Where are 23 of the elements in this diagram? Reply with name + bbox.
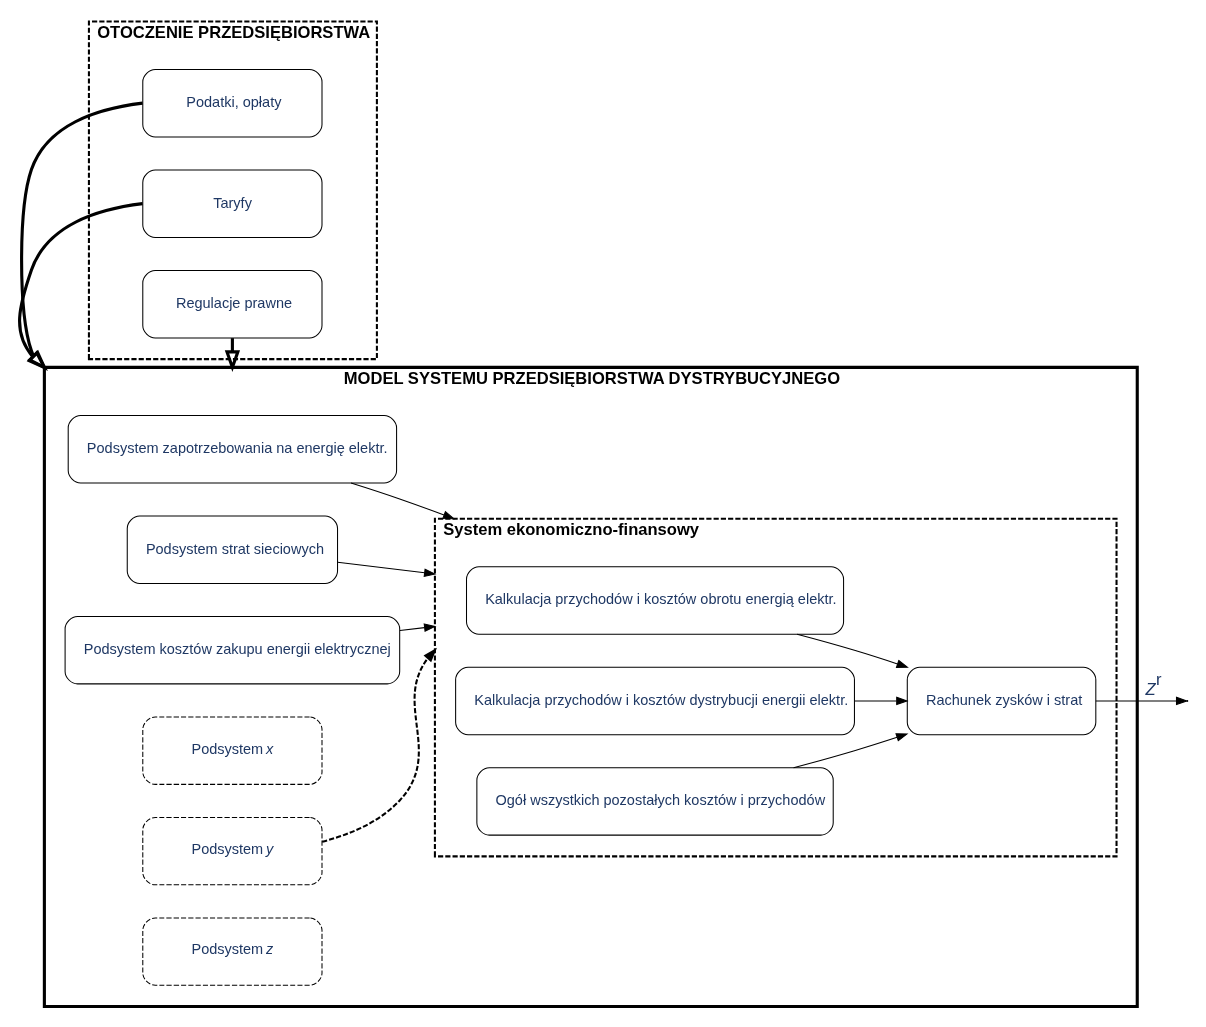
node-box: Podsystem zapotrzebowania na energię elektr. [67, 414, 397, 483]
node-box: Regulacje prawne [141, 269, 322, 338]
node-box: Kalkulacja przychodów i kosztów obrotu energią elektr. [465, 565, 844, 635]
node-box: Podsystem kosztów zakupu energii elektrycznej [64, 615, 400, 684]
arrow [1094, 696, 1188, 705]
arrow [853, 696, 909, 705]
node-box: Rachunek zysków i strat [906, 666, 1096, 735]
arrow [17, 201, 143, 371]
node-box: Podsystem strat sieciowych [126, 515, 338, 584]
node-box: Podatki, opłaty [141, 68, 322, 137]
node-box: Podsystem y [141, 816, 322, 885]
arrow [336, 561, 436, 577]
node-box: Taryfy [141, 169, 322, 238]
arrow [19, 101, 143, 371]
arrow [321, 647, 437, 843]
arrow [796, 633, 909, 668]
node-box: Kalkulacja przychodów i kosztów dystrybucji energii elektr. [454, 666, 855, 735]
arrow [792, 732, 908, 768]
arrow [398, 622, 436, 632]
arrow [350, 482, 455, 519]
node-box: Podsystem x [141, 716, 322, 785]
node-box: Ogół wszystkich pozostałych kosztów i przychodów [475, 766, 834, 836]
node-box: Podsystem z [141, 917, 322, 986]
